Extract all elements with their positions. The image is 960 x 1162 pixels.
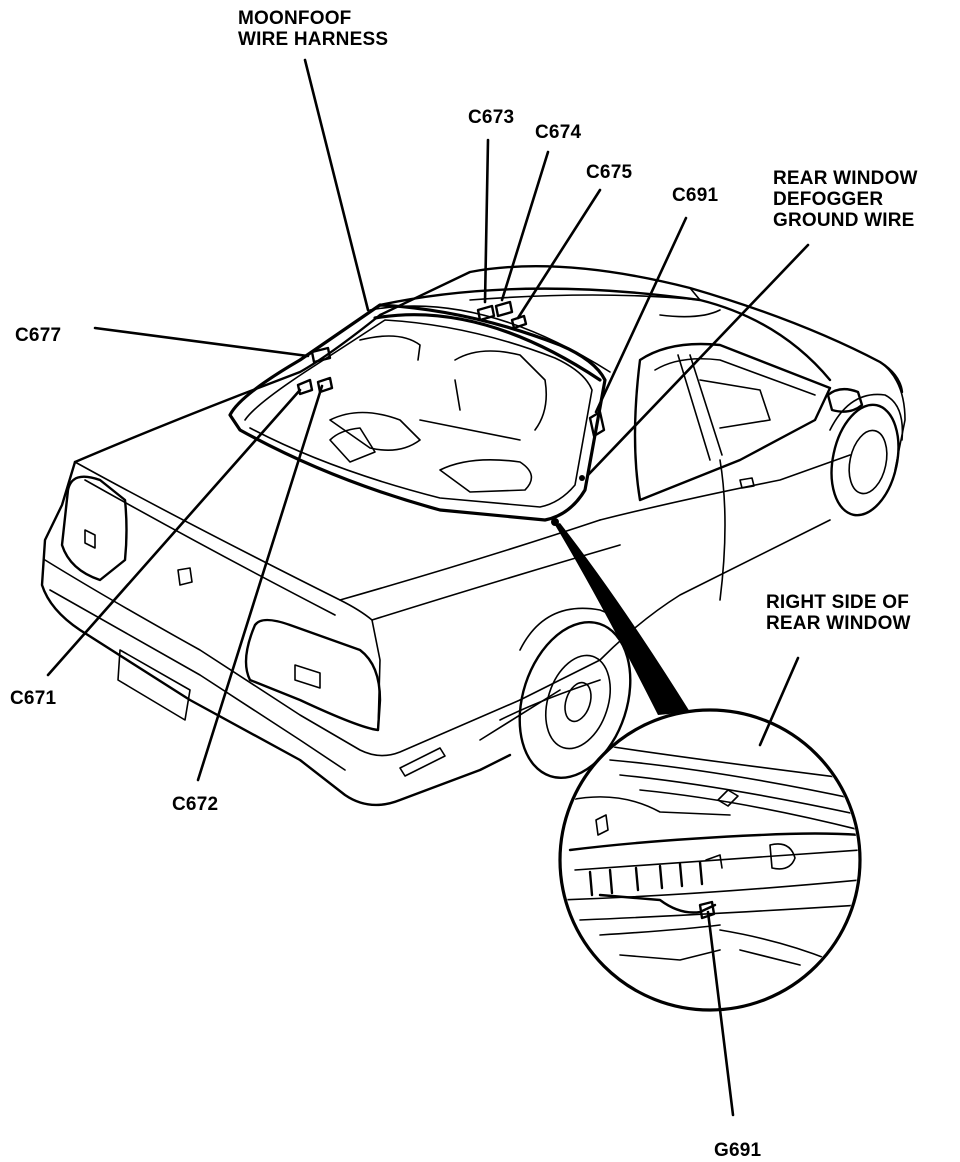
rear-window-opening	[228, 303, 607, 522]
magnifier-callout-wedge	[555, 523, 690, 715]
label-c677: C677	[15, 325, 62, 346]
leader-lines	[46, 58, 810, 1117]
detail-circle	[558, 708, 862, 1012]
label-g691: G691	[714, 1140, 762, 1161]
label-c675: C675	[586, 162, 633, 183]
label-c691: C691	[672, 185, 719, 206]
label-c671: C671	[10, 688, 57, 709]
roof-harness	[296, 265, 832, 526]
label-c673: C673	[468, 107, 515, 128]
label-moonroof-wire-harness: MOONFOOF WIRE HARNESS	[238, 8, 389, 50]
label-c672: C672	[172, 794, 219, 815]
car-body	[40, 265, 906, 807]
label-rear-window-defogger-ground-wire: REAR WINDOW DEFOGGER GROUND WIRE	[773, 168, 918, 231]
label-c674: C674	[535, 122, 582, 143]
label-right-side-of-rear-window: RIGHT SIDE OF REAR WINDOW	[766, 592, 911, 634]
